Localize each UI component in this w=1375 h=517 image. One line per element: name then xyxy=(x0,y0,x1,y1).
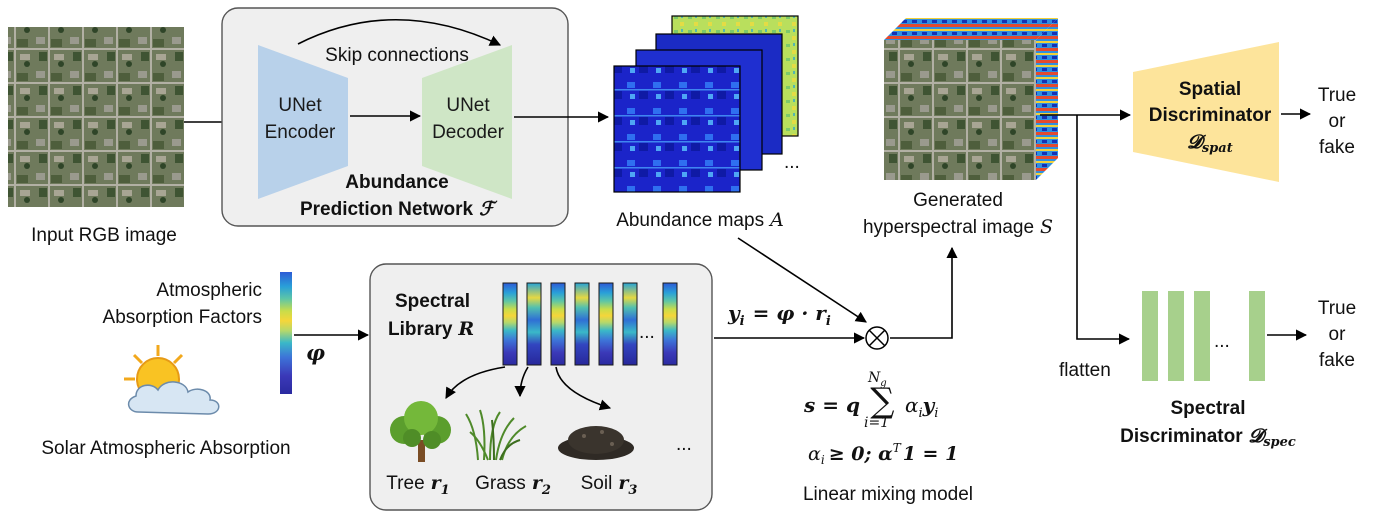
hsi-label-line1: Generated xyxy=(913,190,1003,211)
spatial-output-line3: fake xyxy=(1319,137,1355,158)
abundance-map-front xyxy=(613,65,741,193)
arrow-bar-to-tree xyxy=(445,366,506,399)
sun-cloud-icon xyxy=(124,345,220,415)
unet-encoder-block xyxy=(258,45,348,199)
spatial-disc-title-line1: Spatial xyxy=(1179,79,1241,100)
decoder-label-line1: UNet xyxy=(446,95,490,116)
spectral-layer-1 xyxy=(1142,291,1158,381)
linear-mixing-label: Linear mixing model xyxy=(803,484,973,505)
spectral-layer-2 xyxy=(1168,291,1184,381)
solar-absorption-label: Solar Atmospheric Absorption xyxy=(41,438,290,459)
mixing-equation-y: yi= φ · ri xyxy=(727,301,831,329)
atm-absorption-bar xyxy=(280,272,292,394)
grass-icon xyxy=(465,409,527,461)
apn-title-line1: Abundance xyxy=(345,172,448,193)
encoder-label-line2: Encoder xyxy=(265,122,336,143)
spatial-output-line1: True xyxy=(1318,85,1356,106)
soil-icon xyxy=(558,426,634,460)
arrow-hsi-to-spectral xyxy=(1076,115,1131,345)
spectral-layer-last xyxy=(1249,291,1265,381)
library-title-line1: Spectral xyxy=(395,291,470,312)
atm-factors-line1: Atmospheric xyxy=(156,280,262,301)
spatial-disc-symbol: 𝓓spat xyxy=(1187,131,1232,156)
arrow-mix-to-hsi xyxy=(890,246,958,339)
library-more-dots: ... xyxy=(676,434,692,455)
spectral-layer-3 xyxy=(1194,291,1210,381)
flatten-label: flatten xyxy=(1059,360,1111,381)
spectral-disc-title-line1: Spectral xyxy=(1171,398,1246,419)
spectrum-bar-6 xyxy=(622,282,638,366)
skip-connections-label: Skip connections xyxy=(325,45,469,66)
tree-icon xyxy=(390,401,451,462)
hsi-cube-side xyxy=(1036,18,1058,180)
atm-factors-line2: Absorption Factors xyxy=(103,307,262,328)
spectrum-bar-4 xyxy=(574,282,590,366)
mixing-sum-equation: s = q ∑ αiyi xyxy=(803,381,938,421)
abundance-dots: ... xyxy=(784,152,800,173)
arrow-bar-to-grass xyxy=(514,366,529,398)
spectrum-bar-last xyxy=(662,282,678,366)
otimes-cross-b xyxy=(868,329,886,347)
hsi-cube-top xyxy=(884,18,1058,40)
spectral-output-line1: True xyxy=(1318,298,1356,319)
spectrum-bar-1 xyxy=(502,282,518,366)
spectral-layer-dots: ... xyxy=(1214,331,1230,352)
spectrum-bar-2 xyxy=(526,282,542,366)
spectral-output-line3: fake xyxy=(1319,350,1355,371)
encoder-label-line1: UNet xyxy=(278,95,322,116)
skip-connection-arc xyxy=(297,19,502,46)
decoder-label-line2: Decoder xyxy=(432,122,504,143)
arrow-abundance-to-mix xyxy=(737,237,867,323)
arrow-bar-to-soil xyxy=(555,366,612,411)
unet-decoder-block xyxy=(422,45,512,199)
hsi-cube-front xyxy=(884,40,1036,180)
spectrum-bar-3 xyxy=(550,282,566,366)
input-rgb-image xyxy=(8,27,184,207)
spectrum-bar-5 xyxy=(598,282,614,366)
spectral-output-line2: or xyxy=(1329,324,1347,345)
phi-symbol: φ xyxy=(306,340,325,365)
library-bar-dots: ... xyxy=(639,322,655,343)
sum-lower-limit: i=1 xyxy=(864,415,889,431)
spatial-disc-title-line2: Discriminator xyxy=(1149,105,1272,126)
sum-upper-limit: Ng xyxy=(867,370,887,389)
spatial-output-line2: or xyxy=(1329,111,1347,132)
spatial-discriminator-block xyxy=(1133,42,1279,182)
input-image-label: Input RGB image xyxy=(31,225,177,246)
